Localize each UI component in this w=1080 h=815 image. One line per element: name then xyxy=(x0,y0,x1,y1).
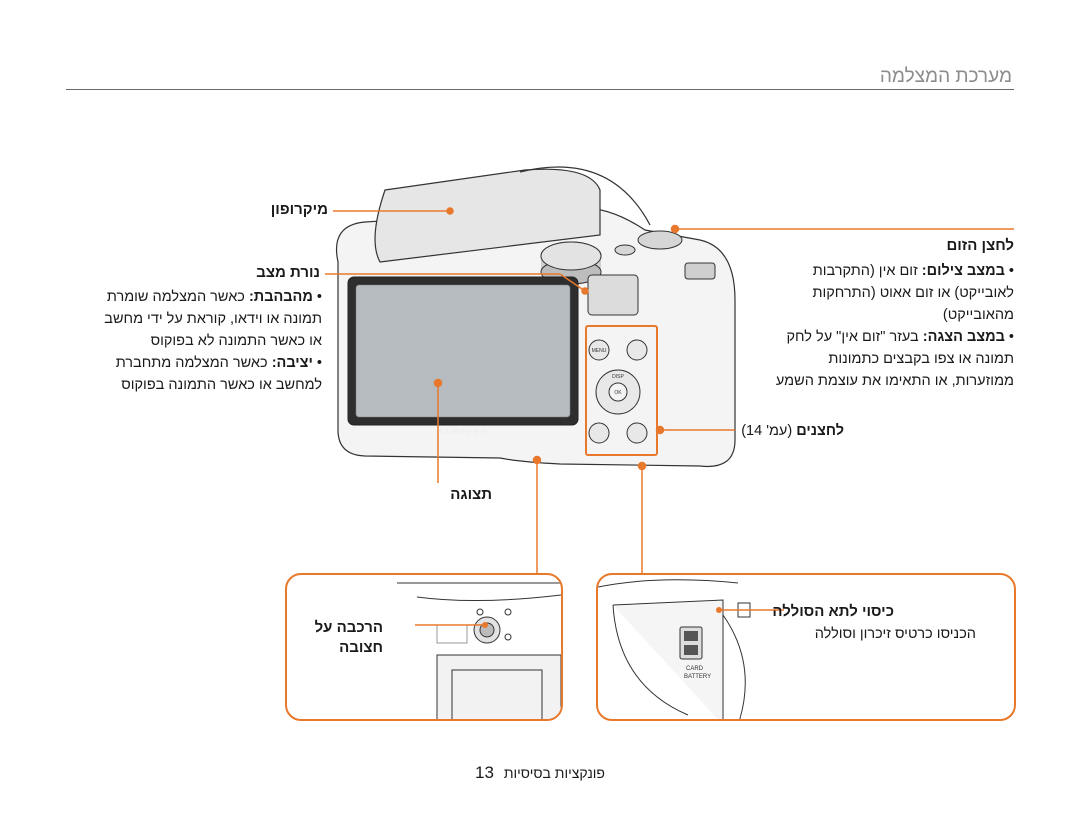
af-lamp-line-2: תמונה או וידאו, קוראת על ידי מחשב xyxy=(104,311,322,327)
zoom-term-2: במצב הצגה: xyxy=(922,329,1005,345)
af-lamp-title: נורת מצב xyxy=(256,264,320,281)
card-text: CARD xyxy=(686,666,704,672)
zoom-term-1: במצב צילום: xyxy=(921,263,1005,279)
battery-illustration: CARD BATTERY xyxy=(598,579,784,719)
af-lamp-line-5: למחשב או כאשר התמונה בפוקוס xyxy=(121,377,322,393)
menu-label: MENU xyxy=(592,348,607,354)
page-number: 13 xyxy=(475,763,494,782)
tripod-line-1: הרכבה על xyxy=(314,619,383,636)
flash-housing xyxy=(374,166,651,263)
zoom-line-4: בעזר "זום אין" על לחק xyxy=(786,329,919,345)
zoom-line-5: תמונה או צפו בקבצים כתמונות xyxy=(828,351,1014,367)
af-lamp-term-1: מהבהבת: xyxy=(248,289,313,305)
header-rule xyxy=(66,89,1014,90)
buttons-title: לחצנים xyxy=(796,423,844,439)
callout-lines xyxy=(325,207,1014,573)
af-lamp-line-4: כאשר המצלמה מתחברת xyxy=(115,355,268,371)
buttons-highlight xyxy=(585,325,658,456)
buttons-label: לחצנים (עמ' 14) xyxy=(741,420,844,442)
zoom-button-title: לחצן הזום xyxy=(946,237,1014,254)
tripod-illustration xyxy=(397,582,561,719)
battery-panel: CARD BATTERY כיסוי לתא הסוללה הכניסו כרט… xyxy=(596,573,1016,721)
microphone-label: מיקרופון xyxy=(270,201,328,218)
ok-label: OK xyxy=(614,390,622,396)
battery-cover-title: כיסוי לתא הסוללה xyxy=(772,603,894,620)
display-label: תצוגה xyxy=(450,486,492,503)
disp-label: DISP xyxy=(612,374,624,380)
af-lamp-line-3: או כאשר התמונה לא בפוקוס xyxy=(150,333,322,349)
zoom-line-2: לאובייקט) או זום אאוט (התרחקות xyxy=(812,285,1014,301)
footer-text: פונקציות בסיסיות xyxy=(503,765,605,781)
zoom-line-1: זום אין (התקרבות xyxy=(812,263,918,279)
section-title: מערכת המצלמה xyxy=(879,66,1012,87)
zoom-button-bullets: במצב צילום: זום אין (התקרבות לאובייקט) א… xyxy=(776,260,1014,392)
strap-lug xyxy=(684,262,716,280)
zoom-line-6: ממוזערות, או התאימו את עוצמת השמע xyxy=(775,373,1014,389)
page-footer: פונקציות בסיסיות 13 xyxy=(0,763,1080,783)
viewfinder xyxy=(587,274,639,316)
af-lamp-term-2: יציבה: xyxy=(271,355,313,371)
mode-dial xyxy=(540,241,602,285)
battery-text: BATTERY xyxy=(684,674,711,680)
af-lamp-line-1: כאשר המצלמה שומרת xyxy=(106,289,245,305)
shutter-button xyxy=(614,230,683,256)
brand-logo: SAMSUNG xyxy=(438,429,488,436)
af-lamp-bullets: מהבהבת: כאשר המצלמה שומרת תמונה או וידאו… xyxy=(104,286,322,396)
tripod-panel: הרכבה על חצובה xyxy=(285,573,563,721)
battery-cover-desc: הכניסו כרטיס זיכרון וסוללה xyxy=(814,626,976,642)
buttons-ref: (עמ' 14) xyxy=(741,423,793,439)
control-buttons xyxy=(588,339,648,444)
zoom-line-3: מהאובייקט) xyxy=(942,307,1014,323)
tripod-line-2: חצובה xyxy=(339,639,383,656)
